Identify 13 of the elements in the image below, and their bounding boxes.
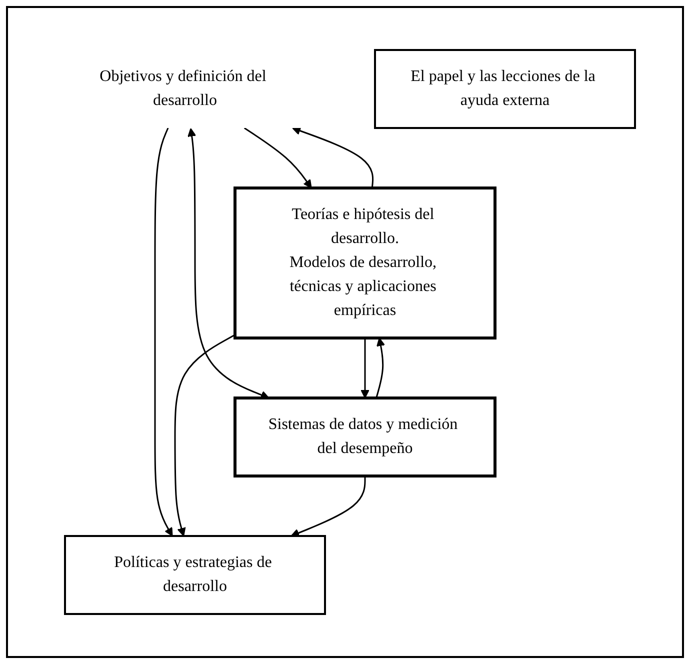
node-box: El papel y las lecciones de la ayuda externa xyxy=(374,49,636,129)
node-box: Teorías e hipótesis del desarrollo. Modelos de desarrollo, técnicas y aplicaciones empíricas xyxy=(234,186,496,340)
arrow xyxy=(188,128,270,400)
arrow xyxy=(154,128,173,536)
node-text: Objetivos y definición del desarrollo xyxy=(100,68,266,109)
arrow xyxy=(174,334,236,536)
arrow xyxy=(376,338,386,398)
arrow xyxy=(290,476,366,538)
arrow xyxy=(244,127,312,188)
node-box: Sistemas de datos y medición del desempeño xyxy=(234,396,496,478)
arrow xyxy=(292,126,374,188)
arrow xyxy=(360,338,370,398)
node-box: Políticas y estrategias de desarrollo xyxy=(64,535,326,615)
